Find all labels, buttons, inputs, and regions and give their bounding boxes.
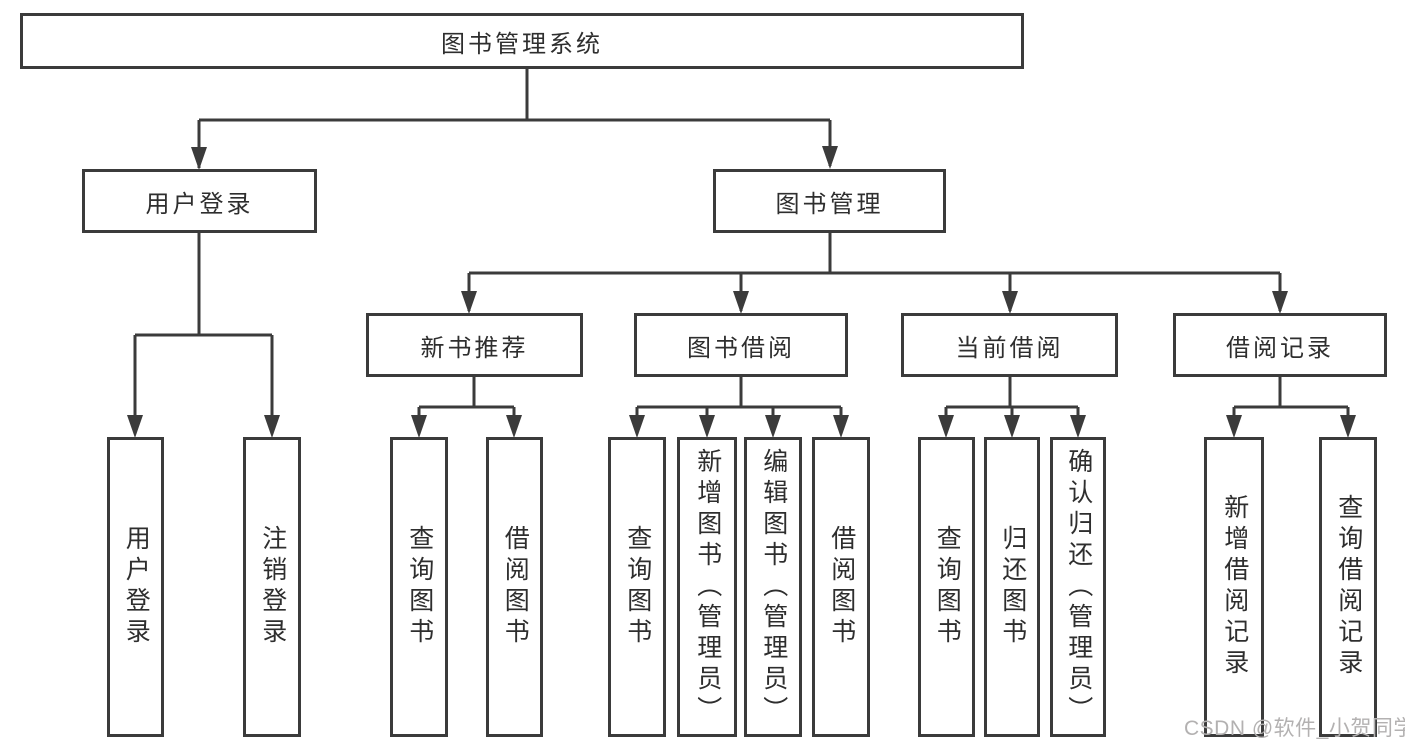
leaf-current-return-books-label: 归还图书 [998, 525, 1027, 649]
leaf-current-return-books: 归还图书 [984, 437, 1040, 737]
node-current-borrowing: 当前借阅 [901, 313, 1118, 377]
leaf-borrow-borrow-books: 借阅图书 [812, 437, 870, 737]
node-book-borrowing: 图书借阅 [634, 313, 848, 377]
node-new-book-recommend-label: 新书推荐 [420, 334, 529, 362]
leaf-records-add-record-label: 新增借阅记录 [1220, 494, 1249, 680]
node-new-book-recommend: 新书推荐 [366, 313, 583, 377]
node-book-management: 图书管理 [713, 169, 946, 233]
leaf-borrow-add-books-admin: 新增图书（管理员） [677, 437, 737, 737]
leaf-borrow-edit-books-admin: 编辑图书（管理员） [744, 437, 802, 737]
leaf-borrow-borrow-books-label: 借阅图书 [827, 525, 856, 649]
leaf-user-login: 用户登录 [107, 437, 164, 737]
node-book-borrowing-label: 图书借阅 [687, 334, 795, 362]
leaf-records-add-record: 新增借阅记录 [1204, 437, 1264, 737]
leaf-borrow-edit-books-admin-label: 编辑图书（管理员） [759, 447, 788, 727]
node-user-login-label: 用户登录 [145, 190, 254, 218]
node-book-management-label: 图书管理 [775, 190, 884, 218]
leaf-borrow-add-books-admin-label: 新增图书（管理员） [693, 447, 722, 727]
csdn-watermark: CSDN @软件_小贺同学 [1184, 717, 1405, 740]
leaf-user-login-label: 用户登录 [122, 525, 151, 649]
leaf-borrow-query-books-label: 查询图书 [623, 525, 652, 649]
leaf-current-confirm-return-admin-label: 确认归还（管理员） [1064, 447, 1093, 727]
node-borrowing-records: 借阅记录 [1173, 313, 1387, 377]
node-root: 图书管理系统 [20, 13, 1024, 69]
leaf-current-query-books: 查询图书 [918, 437, 975, 737]
node-user-login: 用户登录 [82, 169, 317, 233]
leaf-records-query-record: 查询借阅记录 [1319, 437, 1377, 737]
leaf-logout-label: 注销登录 [258, 525, 287, 649]
leaf-borrow-query-books: 查询图书 [608, 437, 666, 737]
leaf-current-query-books-label: 查询图书 [933, 525, 962, 649]
leaf-current-confirm-return-admin: 确认归还（管理员） [1050, 437, 1106, 737]
leaf-newbook-query-books: 查询图书 [390, 437, 448, 737]
leaf-newbook-query-books-label: 查询图书 [405, 525, 434, 649]
node-borrowing-records-label: 借阅记录 [1226, 334, 1334, 362]
node-root-label: 图书管理系统 [441, 30, 603, 58]
leaf-newbook-borrow-books: 借阅图书 [486, 437, 543, 737]
node-current-borrowing-label: 当前借阅 [955, 334, 1064, 362]
leaf-newbook-borrow-books-label: 借阅图书 [501, 525, 530, 649]
leaf-records-query-record-label: 查询借阅记录 [1334, 494, 1363, 680]
leaf-logout: 注销登录 [243, 437, 301, 737]
